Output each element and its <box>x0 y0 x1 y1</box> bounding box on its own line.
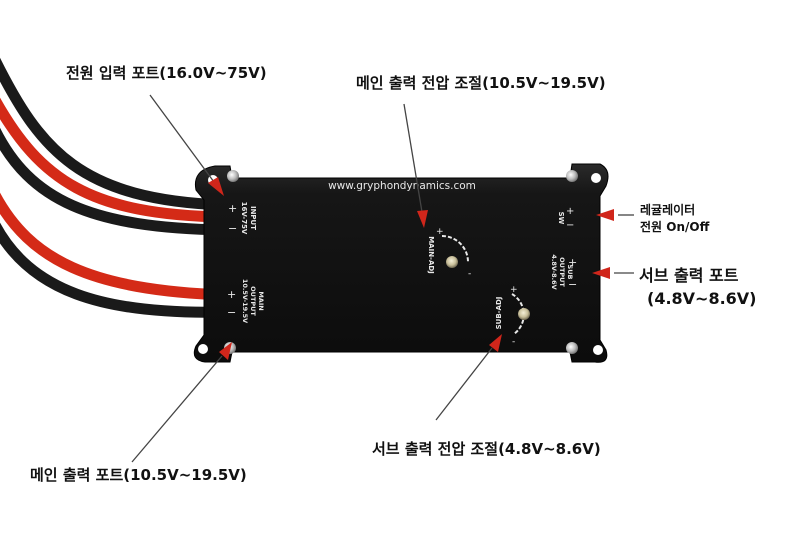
svg-text:-: - <box>512 337 515 347</box>
sub-output-label-1: SUB <box>566 265 574 280</box>
sub-plus: + <box>568 256 577 269</box>
sub-output-label-2: OUTPUT <box>558 257 566 287</box>
sub-adjust-pot: SUB-ADJ + - <box>495 285 530 347</box>
screw <box>566 342 578 354</box>
main-output-label-1: MAIN <box>257 291 265 310</box>
sw-minus: − <box>566 220 574 231</box>
main-port-label: 메인 출력 포트(10.5V~19.5V) <box>30 466 247 484</box>
mount-hole <box>198 344 208 354</box>
arrowhead-icon <box>596 209 614 221</box>
arrowhead-icon <box>489 334 502 352</box>
main-minus: − <box>227 306 236 319</box>
mount-hole <box>591 173 601 183</box>
website-text: www.gryphondynamics.com <box>328 180 476 192</box>
svg-text:+: + <box>436 227 444 237</box>
main-cable-black <box>0 222 231 318</box>
input-cable-black <box>0 57 231 211</box>
main-output-label-3: 10.5V-19.5V <box>241 279 249 323</box>
regulator-label-line1: 레귤레이터 <box>640 203 696 217</box>
input-range: 16V-75V <box>240 202 248 235</box>
svg-text:-: - <box>468 269 471 279</box>
main-cable-red <box>0 192 231 301</box>
arrowhead-icon <box>208 177 224 196</box>
mount-hole <box>593 345 603 355</box>
callout-arrows <box>131 94 634 463</box>
screw <box>566 170 578 182</box>
svg-text:+: + <box>510 285 518 295</box>
sub-port-label-line1: 서브 출력 포트 <box>639 266 739 285</box>
sw-plus: + <box>566 206 574 217</box>
main-output-label-2: OUTPUT <box>249 286 257 316</box>
input-plus: + <box>228 202 237 215</box>
power-cables <box>0 57 231 318</box>
input-cable-red <box>0 97 231 223</box>
sub-port-label-line2: (4.8V~8.6V) <box>647 289 757 308</box>
sub-output-label-3: 4.8V-8.6V <box>550 254 558 289</box>
main-adjust-pot: MAIN-ADJ + - <box>427 227 471 279</box>
regulator-board: www.gryphondynamics.com INPUT 16V-75V + … <box>193 163 609 363</box>
input-cable-black-2 <box>0 127 231 236</box>
input-label: INPUT <box>249 206 257 230</box>
main-adj-label: MAIN-ADJ <box>427 236 435 274</box>
sub-adjust-label: 서브 출력 전압 조절(4.8V~8.6V) <box>372 440 601 458</box>
regulator-label-line2: 전원 On/Off <box>640 220 710 234</box>
main-adjust-label: 메인 출력 전압 조절(10.5V~19.5V) <box>356 74 606 92</box>
main-plus: + <box>227 288 236 301</box>
sub-adj-label: SUB-ADJ <box>495 297 503 330</box>
arrowhead-icon <box>592 267 610 279</box>
sub-minus: − <box>568 278 577 291</box>
input-port-label: 전원 입력 포트(16.0V~75V) <box>66 64 267 82</box>
arrowhead-icon <box>417 210 428 228</box>
input-minus: − <box>228 222 237 235</box>
arrowhead-icon <box>219 342 232 360</box>
screw <box>227 170 239 182</box>
sw-label: SW <box>557 212 565 225</box>
